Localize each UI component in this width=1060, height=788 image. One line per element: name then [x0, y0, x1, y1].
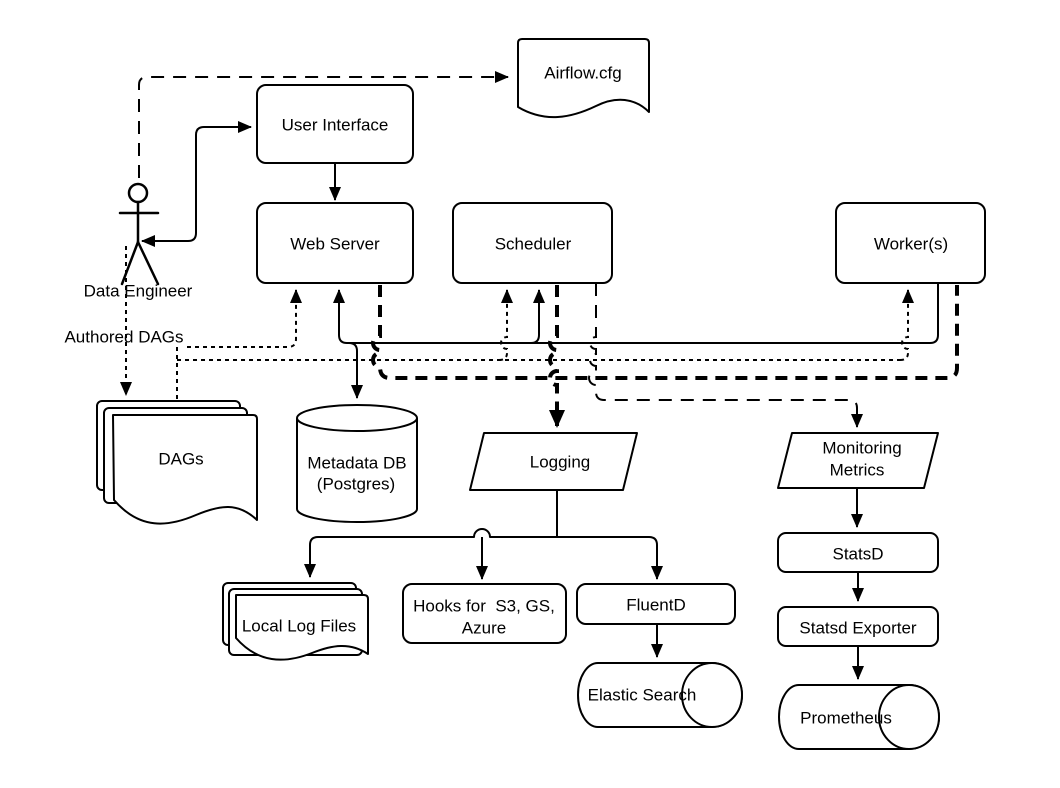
- shape-layer: [96, 38, 986, 750]
- edge-heavy-to-logging: [548, 285, 565, 428]
- statsd-box: [777, 532, 939, 573]
- monitoring-metrics-shape: [777, 432, 939, 489]
- workers-label: Worker(s): [874, 235, 948, 254]
- web-server-box: [256, 202, 414, 284]
- edge-logging-to-fluentd: [557, 536, 663, 580]
- dags-sheet-front: [112, 414, 258, 525]
- edge-dataengineer-userinterface: [141, 121, 252, 247]
- local-log-files-shape: [222, 582, 369, 661]
- logging-label: Logging: [530, 453, 591, 472]
- user-interface-box: [256, 84, 414, 164]
- edge-scheduler-to-monitoring: [588, 283, 863, 428]
- web-server-label: Web Server: [290, 235, 380, 254]
- statsd-label: StatsD: [832, 545, 883, 564]
- workers-box: [835, 202, 986, 284]
- scheduler-label: Scheduler: [495, 235, 572, 254]
- monitoring-label-line1: Monitoring: [822, 439, 901, 458]
- logging-shape: [469, 432, 638, 491]
- metadata-db-label-line1: Metadata DB: [307, 454, 406, 473]
- llf-sheet-front: [235, 594, 369, 661]
- edge-dagsbus-to-scheduler: [498, 289, 513, 361]
- prometheus-label: Prometheus: [800, 709, 892, 728]
- edge-dagsbus-to-workers: [899, 289, 914, 361]
- edge-authoreddags-to-webserver: [187, 289, 302, 348]
- airflow-cfg-shape: [517, 38, 650, 119]
- edge-logging-to-locallogfiles: [304, 528, 557, 578]
- edge-heavy-log-bus: [371, 285, 959, 380]
- connector-layer: [120, 71, 959, 680]
- data-engineer-label: Data Engineer: [84, 282, 193, 301]
- elastic-search-shape: [577, 662, 743, 728]
- label-layer: Airflow.cfg User Interface Web Server Sc…: [64, 64, 948, 728]
- user-interface-label: User Interface: [282, 116, 389, 135]
- dags-label: DAGs: [158, 450, 203, 469]
- elastic-search-cap: [681, 662, 743, 728]
- edge-bus-to-scheduler: [530, 289, 545, 344]
- elastic-search-label: Elastic Search: [588, 686, 697, 705]
- metadata-db-shape: [296, 404, 418, 523]
- edge-dataengineer-to-airflowcfg: [138, 71, 509, 178]
- actor-legs: [120, 240, 160, 286]
- statsd-exporter-label: Statsd Exporter: [799, 619, 917, 638]
- hooks-label-line2: Azure: [462, 619, 506, 638]
- monitoring-label-line2: Metrics: [830, 461, 885, 480]
- hooks-box: [402, 583, 567, 644]
- prometheus-shape: [778, 684, 940, 750]
- edge-bus-to-metadatadb: [348, 342, 363, 399]
- hooks-label-line1: Hooks for S3, GS,: [413, 597, 555, 616]
- actor-head: [127, 182, 149, 204]
- metadata-db-top: [296, 404, 418, 432]
- airflow-cfg-label: Airflow.cfg: [544, 64, 621, 83]
- edge-workers-bus-to-webserver: [333, 283, 939, 344]
- statsd-exporter-box: [777, 606, 939, 647]
- authored-dags-label: Authored DAGs: [64, 328, 183, 347]
- local-log-files-label: Local Log Files: [242, 617, 356, 636]
- data-engineer-actor: [118, 182, 160, 286]
- prometheus-cap: [878, 684, 940, 750]
- metadata-db-body: [296, 418, 418, 523]
- scheduler-box: [452, 202, 613, 284]
- fluentd-label: FluentD: [626, 596, 686, 615]
- fluentd-box: [576, 583, 736, 625]
- metadata-db-label-line2: (Postgres): [317, 475, 395, 494]
- dags-shape: [96, 400, 258, 525]
